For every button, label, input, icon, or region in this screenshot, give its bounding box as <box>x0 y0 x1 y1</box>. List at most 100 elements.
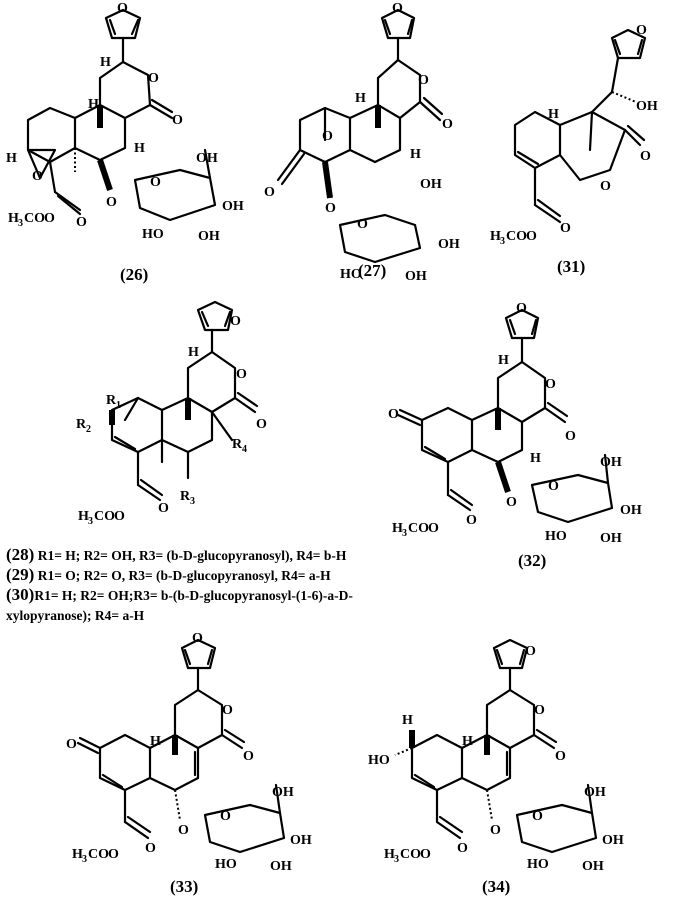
legend-text-30: R1= H; R2= OH;R3= b-(b-D-glucopyranosyl-… <box>34 588 353 603</box>
legend-text-29: R1= O; R2= O, R3= (b-D-glucopyranosyl, R… <box>34 568 331 583</box>
atom-label: HO <box>527 857 549 872</box>
atom-label: O <box>322 129 333 144</box>
atom-label: O <box>545 377 556 392</box>
atom-label: HO <box>142 227 164 242</box>
compound-27-id: (27) <box>358 261 386 280</box>
atom-label: O <box>264 185 275 200</box>
atom-label: OH <box>222 199 244 214</box>
compound-31-id: (31) <box>557 257 585 276</box>
atom-label: OH <box>600 531 622 546</box>
atom-label: O <box>490 823 501 838</box>
atom-label: O <box>172 113 183 128</box>
atom-label: O <box>442 117 453 132</box>
atom-label: 3 <box>88 516 93 527</box>
atom-label: HO <box>545 529 567 544</box>
atom-label: H <box>100 55 111 70</box>
atom-label: O <box>457 841 468 856</box>
atom-label: OH <box>584 785 606 800</box>
atom-label: O <box>158 501 169 516</box>
compound-26-id: (26) <box>120 265 148 284</box>
atom-label: H <box>8 211 19 226</box>
atom-label: O <box>114 509 125 524</box>
atom-label: O <box>516 301 527 316</box>
atom-label: R <box>180 489 191 504</box>
atom-label: H <box>392 521 403 536</box>
atom-label: HO <box>340 267 362 282</box>
atom-label: O <box>565 429 576 444</box>
atom-label: 3 <box>190 496 195 507</box>
atom-label: O <box>636 23 647 38</box>
atom-label: H <box>88 97 99 112</box>
atom-label: H <box>72 847 83 862</box>
atom-label: O <box>145 841 156 856</box>
legend-id-29: (29) <box>6 565 34 584</box>
atom-label: O <box>117 1 128 16</box>
atom-label: OH <box>270 859 292 874</box>
atom-label: O <box>506 495 517 510</box>
atom-label: H <box>410 147 421 162</box>
atom-label: O <box>150 175 161 190</box>
atom-label: O <box>420 847 431 862</box>
structure-32: O O O H H O O H 3 CO O O O OH OH OH HO (… <box>388 301 642 570</box>
atom-label: 3 <box>500 236 505 247</box>
atom-label: H <box>78 509 89 524</box>
legend-line-28: (28) R1= H; R2= OH, R3= (b-D-glucopyrano… <box>6 545 347 564</box>
legend-text-28: R1= H; R2= OH, R3= (b-D-glucopyranosyl),… <box>34 548 347 563</box>
atom-label: OH <box>600 455 622 470</box>
structure-28-30: O O O H R 4 R 1 R 2 R 3 O H 3 CO O <box>76 300 267 527</box>
atom-label: 3 <box>394 854 399 865</box>
atom-label: OH <box>582 859 604 874</box>
atom-label: H <box>150 734 161 749</box>
atom-label: H <box>134 141 145 156</box>
atom-label: CO <box>408 521 429 536</box>
atom-label: 4 <box>242 444 247 455</box>
atom-label: O <box>600 179 611 194</box>
atom-label: H <box>384 847 395 862</box>
atom-label: R <box>232 437 243 452</box>
structure-27: O O O H H O O O O OH OH OH HO (27) <box>264 1 460 284</box>
atom-label: O <box>230 314 241 329</box>
atom-label: OH <box>290 833 312 848</box>
atom-label: O <box>418 73 429 88</box>
atom-label: CO <box>94 509 115 524</box>
atom-label: HO <box>215 857 237 872</box>
atom-label: OH <box>636 99 658 114</box>
atom-label: O <box>236 367 247 382</box>
atom-label: H <box>490 229 501 244</box>
atom-label: O <box>76 215 87 230</box>
atom-label: O <box>44 211 55 226</box>
atom-label: 1 <box>116 400 121 411</box>
atom-label: 2 <box>86 424 91 435</box>
atom-label: CO <box>24 211 45 226</box>
atom-label: O <box>388 407 399 422</box>
atom-label: O <box>243 749 254 764</box>
atom-label: O <box>220 809 231 824</box>
atom-label: OH <box>420 177 442 192</box>
atom-label: O <box>532 809 543 824</box>
atom-label: CO <box>400 847 421 862</box>
legend-text-30-cont: xylopyranose); R4= a-H <box>6 608 145 623</box>
structure-31: O OH O O H O H 3 CO O (31) <box>490 23 658 276</box>
atom-label: OH <box>405 269 427 284</box>
atom-label: O <box>32 169 43 184</box>
atom-label: CO <box>88 847 109 862</box>
atom-label: O <box>222 703 233 718</box>
atom-label: OH <box>198 229 220 244</box>
atom-label: OH <box>196 151 218 166</box>
atom-label: O <box>256 417 267 432</box>
atom-label: H <box>530 451 541 466</box>
atom-label: O <box>548 479 559 494</box>
structure-26: O O H O H H O H O H 3 CO O O O OH OH <box>6 1 244 284</box>
compound-34-id: (34) <box>482 877 510 896</box>
structure-33: O O O H O O H 3 CO O O O OH OH OH HO (33… <box>66 631 312 896</box>
atom-label: OH <box>438 237 460 252</box>
atom-label: 3 <box>82 854 87 865</box>
compound-32-id: (32) <box>518 551 546 570</box>
atom-label: O <box>526 229 537 244</box>
atom-label: R <box>76 417 87 432</box>
compound-33-id: (33) <box>170 877 198 896</box>
atom-label: HO <box>368 753 390 768</box>
atom-label: O <box>106 195 117 210</box>
atom-label: H <box>355 91 366 106</box>
